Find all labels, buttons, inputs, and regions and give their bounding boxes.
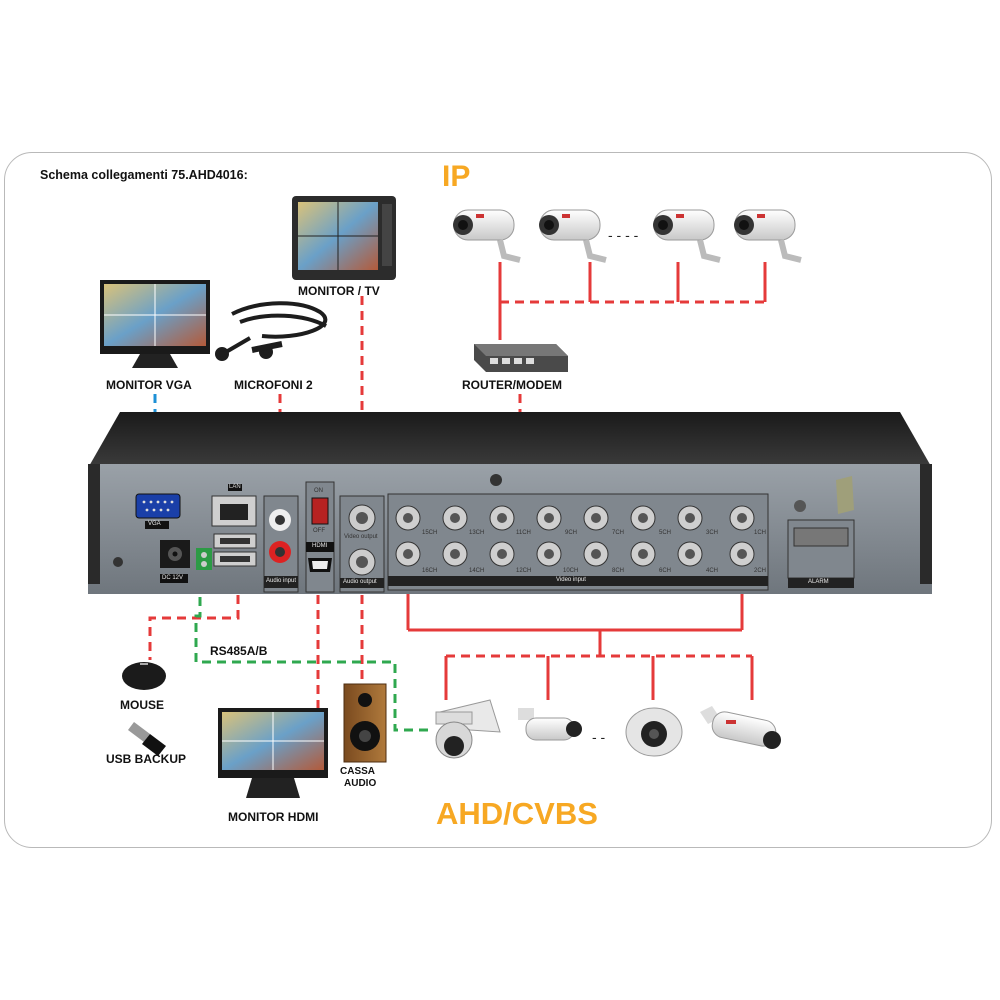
ch-label: 10CH — [563, 568, 579, 574]
ch-label: 4CH — [706, 568, 719, 574]
ahd-section-title: AHD/CVBS — [436, 796, 598, 831]
hdmi-port-label: HDMI — [312, 543, 328, 549]
monitor-vga-label: MONITOR VGA — [106, 378, 192, 392]
alarm-label: ALARM — [808, 579, 829, 585]
ch-label: 16CH — [422, 568, 438, 574]
mouse-label: MOUSE — [120, 698, 165, 712]
svg-text:- - - -: - - - - — [608, 227, 639, 243]
ch-label: 8CH — [612, 568, 625, 574]
usb-backup-label: USB BACKUP — [106, 752, 187, 766]
lan-label: LAN — [229, 484, 241, 490]
ch-label: 9CH — [565, 530, 578, 536]
ch-label: 6CH — [659, 568, 672, 574]
mouse-icon — [122, 662, 166, 690]
rs485-label: RS485A/B — [210, 644, 268, 658]
bullet-camera-icon — [518, 708, 582, 741]
speaker-label-line2: AUDIO — [344, 778, 377, 789]
ch-label: 1CH — [754, 530, 767, 536]
ch-label: 12CH — [516, 568, 532, 574]
power-on-label: ON — [314, 488, 323, 494]
ip-camera-2 — [539, 209, 607, 263]
ch-label: 14CH — [469, 568, 485, 574]
vga-monitor-icon — [100, 280, 210, 368]
audio-output-label: Audio output — [343, 579, 377, 585]
microphone-cable-icon — [215, 301, 328, 361]
rs485-line — [194, 582, 428, 732]
usb-line — [148, 580, 240, 660]
speaker-icon — [343, 683, 387, 763]
video-input-label: Video input — [556, 577, 586, 583]
ch-label: 11CH — [516, 530, 531, 536]
audio-input-label: Audio input — [266, 578, 297, 584]
svg-text:- -: - - — [592, 729, 606, 745]
ch-label: 15CH — [422, 530, 438, 536]
ir-bullet-camera-icon — [700, 706, 781, 749]
dvr-recorder — [88, 412, 932, 594]
ip-camera-4 — [734, 209, 802, 263]
microphone-label: MICROFONI 2 — [234, 378, 313, 392]
monitor-tv-label: MONITOR / TV — [298, 284, 380, 298]
hdmi-monitor-icon — [218, 708, 328, 798]
diagram-title: Schema collegamenti 75.AHD4016: — [40, 168, 248, 182]
video-output-label: Video output — [344, 534, 378, 540]
ip-camera-1 — [453, 209, 521, 263]
usb-stick-icon — [128, 722, 166, 756]
speaker-label-line1: CASSA — [340, 766, 376, 777]
vga-port-label: VGA — [148, 521, 161, 527]
crt-monitor-icon — [292, 196, 396, 280]
ch-label: 13CH — [469, 530, 485, 536]
ip-camera-3 — [653, 209, 721, 263]
dome-camera-icon — [625, 707, 683, 757]
ch-label: 3CH — [706, 530, 719, 536]
router-label: ROUTER/MODEM — [462, 378, 562, 392]
dc-power-label: DC 12V — [162, 575, 184, 581]
router-icon — [474, 344, 568, 372]
ip-section-title: IP — [442, 160, 471, 193]
power-off-label: OFF — [313, 528, 325, 534]
monitor-hdmi-label: MONITOR HDMI — [228, 810, 319, 824]
ptz-dome-camera-icon — [435, 699, 501, 759]
ch-label: 2CH — [754, 568, 767, 574]
ch-label: 7CH — [612, 530, 625, 536]
ch-label: 5CH — [659, 530, 672, 536]
